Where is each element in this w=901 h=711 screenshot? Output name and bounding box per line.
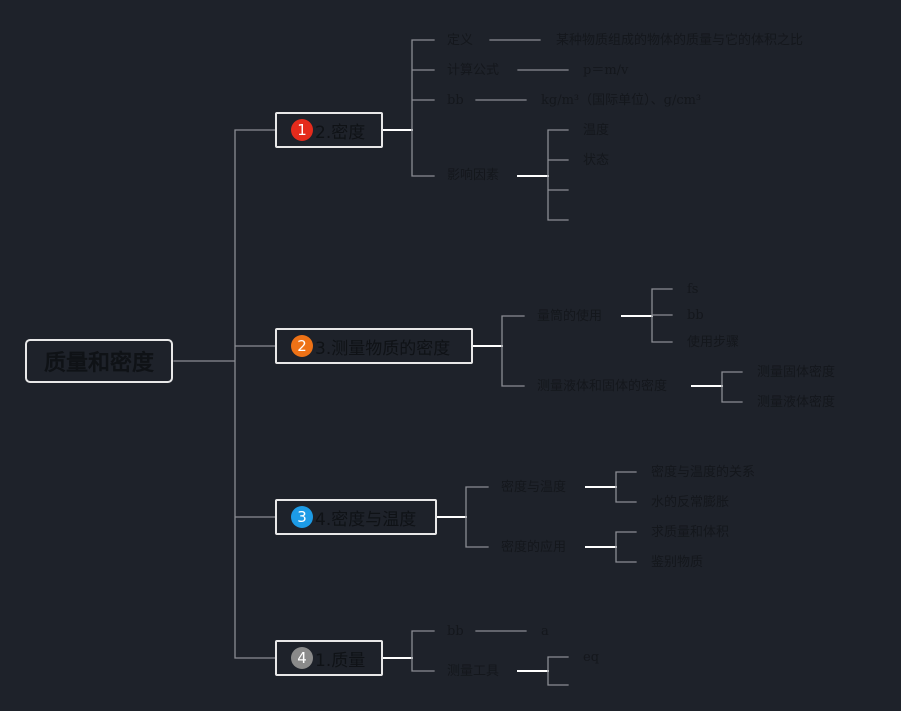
root-topic[interactable]: 质量和密度 [25,339,173,383]
topic-measure-density[interactable]: 2 3.测量物质的密度 [275,328,473,364]
factor-temperature[interactable]: 温度 [583,123,610,138]
priority-badge-2: 2 [291,335,313,357]
cylinder-steps[interactable]: 使用步骤 [687,335,740,350]
subtopic-application[interactable]: 密度的应用 [501,540,567,555]
tool-eq[interactable]: eq [583,650,600,665]
subtopic-formula[interactable]: 计算公式 [447,63,500,78]
subtopic-factors[interactable]: 影响因素 [447,168,500,183]
topic-label: 3.测量物质的密度 [315,338,451,359]
topic-label: 1.质量 [315,650,366,671]
units-detail[interactable]: kg/m³（国际单位）、g/cm³ [541,93,702,108]
identify-substance[interactable]: 鉴别物质 [651,555,704,570]
priority-badge-1: 1 [291,119,313,141]
water-anomaly[interactable]: 水的反常膨胀 [651,495,730,510]
measure-liquid[interactable]: 测量液体密度 [757,395,836,410]
priority-badge-4: 4 [291,647,313,669]
subtopic-density-temp[interactable]: 密度与温度 [501,480,567,495]
priority-badge-3: 3 [291,506,313,528]
factor-state[interactable]: 状态 [583,153,610,168]
topic-density[interactable]: 1 2.密度 [275,112,383,148]
subtopic-definition[interactable]: 定义 [447,33,474,48]
topic-mass[interactable]: 4 1.质量 [275,640,383,676]
formula-detail[interactable]: p＝m/v [583,63,629,78]
cylinder-bb[interactable]: bb [687,308,704,323]
definition-detail[interactable]: 某种物质组成的物体的质量与它的体积之比 [556,33,804,48]
subtopic-tools[interactable]: 测量工具 [447,664,500,679]
cylinder-fs[interactable]: fs [687,282,699,297]
topic-label: 4.密度与温度 [315,509,417,530]
topic-label: 2.密度 [315,122,366,143]
subtopic-cylinder-use[interactable]: 量筒的使用 [537,309,603,324]
density-temp-relation[interactable]: 密度与温度的关系 [651,465,756,480]
find-mass-volume[interactable]: 求质量和体积 [651,525,730,540]
subtopic-liquid-solid[interactable]: 测量液体和固体的密度 [537,379,668,394]
bb-detail[interactable]: a [541,624,549,639]
subtopic-bb[interactable]: bb [447,624,464,639]
subtopic-units[interactable]: bb [447,93,464,108]
measure-solid[interactable]: 测量固体密度 [757,365,836,380]
topic-density-temperature[interactable]: 3 4.密度与温度 [275,499,437,535]
